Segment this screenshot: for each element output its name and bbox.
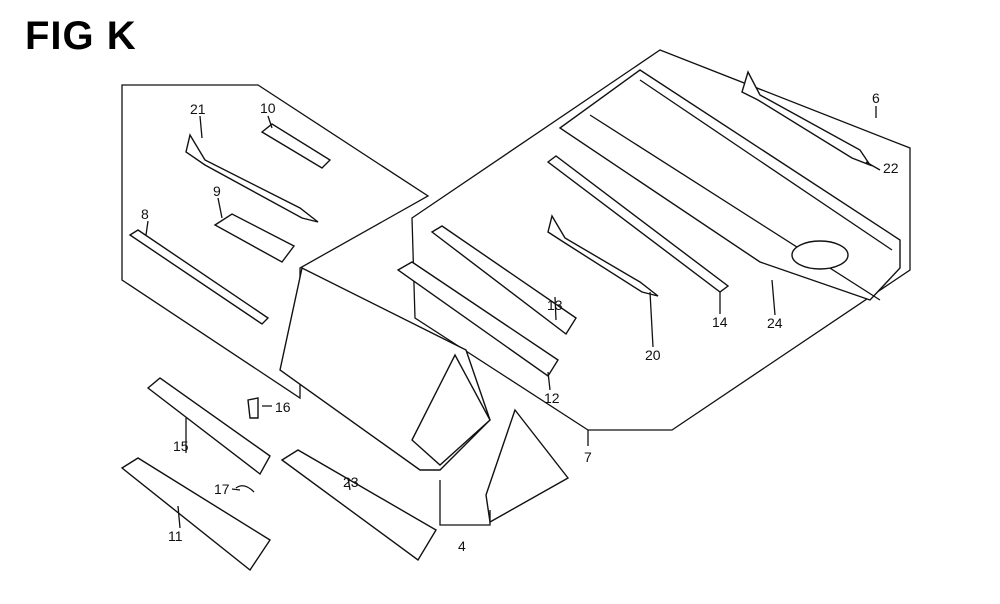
callout-9: 9 [213,183,221,199]
box-spanner-11 [120,457,271,572]
wrench-21 [185,133,319,223]
callout-7: 7 [584,449,592,465]
callout-23: 23 [343,474,359,490]
box-spanner-23 [280,449,437,562]
callout-13: 13 [547,297,563,313]
callout-8: 8 [141,206,149,222]
tool-bag-side [411,353,491,466]
clip-17 [235,485,255,493]
group-outline-left [121,84,430,400]
screwdriver-8 [128,229,270,325]
callout-4: 4 [458,538,466,554]
callout-17: 17 [214,481,230,497]
wrench-22 [741,70,872,167]
part-10 [260,123,332,169]
leader-lines [145,106,881,529]
box-wrench-12 [396,261,559,377]
callout-22: 22 [883,160,899,176]
figure-title: FIG K [25,14,137,58]
callout-15: 15 [173,438,189,454]
callout-20: 20 [645,347,661,363]
tube-15 [146,377,271,476]
callout-24: 24 [767,315,783,331]
handle-9 [213,213,296,263]
box-wrench-13 [430,225,577,336]
group-outline-right [411,49,911,431]
tool-bag-cap [485,408,570,524]
callout-16: 16 [275,399,291,415]
callout-14: 14 [712,314,728,330]
callout-21: 21 [190,101,206,117]
callout-10: 10 [260,100,276,116]
callout-12: 12 [544,390,560,406]
callout-6: 6 [872,90,880,106]
callout-11: 11 [168,528,183,544]
tool-roll-logo [791,240,849,270]
tool-roll-folds [589,79,893,301]
rod-14 [546,155,730,293]
pin-16 [247,397,259,419]
